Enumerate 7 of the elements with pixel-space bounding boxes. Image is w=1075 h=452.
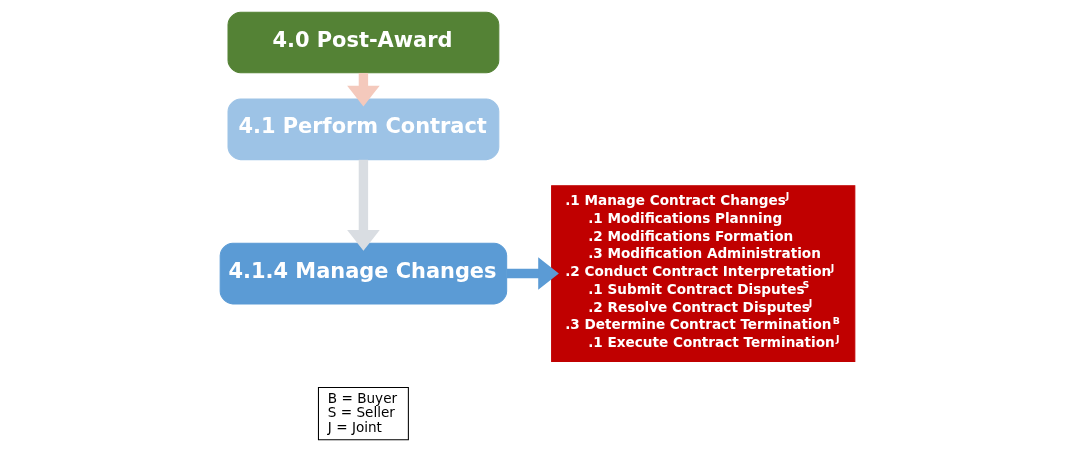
node-box: 4.0 Post-Award (227, 11, 500, 74)
arrow (347, 159, 380, 251)
node-box: 4.1.4 Manage Changes (219, 242, 508, 305)
node-box: 4.1 Perform Contract (227, 98, 500, 161)
node-box: .1 Manage Contract Changes$^{J}$ .1 Modifications Planning .2 Modifications Formation .3 Modification Administration .2 Conduct Contract Interpretation$^{J}$ .1 Submit Contract Disputes$^{S}$ .2 Resolve Contract Disputes$^{J}$ .3 Determine Contract Termination$^{B}$ .1 Execute Contract Termination$^{J}$ (551, 185, 856, 362)
node-box: B = Buyer S = Seller J = Joint (317, 387, 409, 441)
arrow (506, 257, 559, 290)
